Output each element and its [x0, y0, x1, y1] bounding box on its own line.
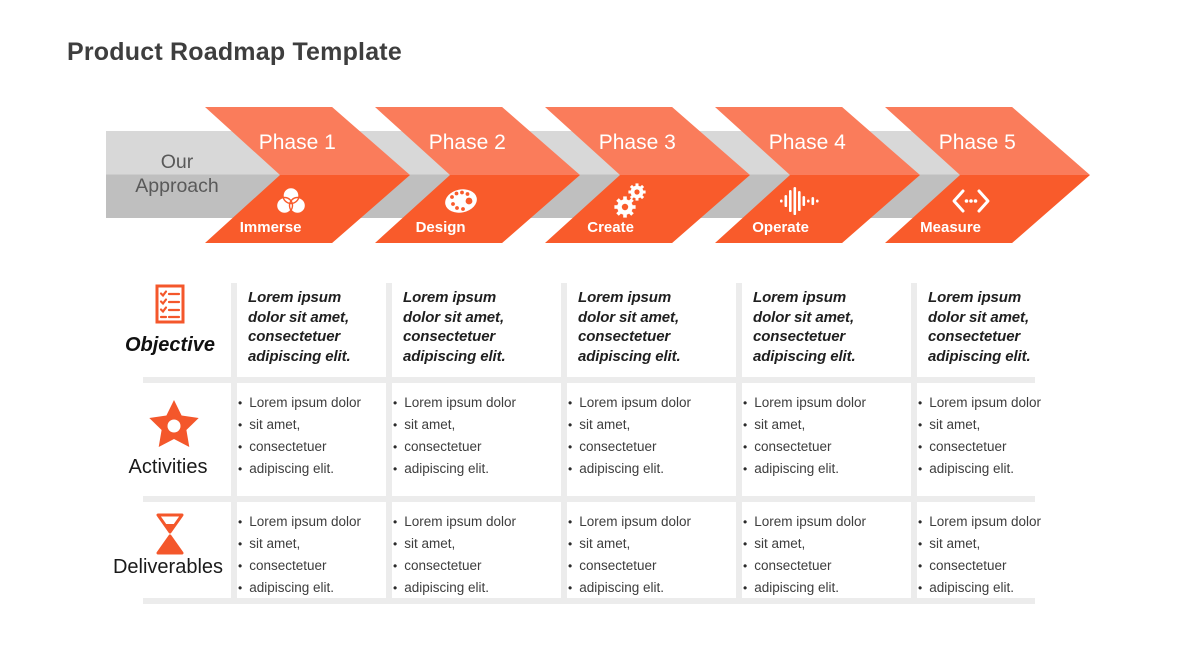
column-divider: [231, 283, 237, 598]
bullet-item: consectetuer: [568, 555, 691, 577]
bullet-item: adipiscing elit.: [918, 577, 1041, 599]
hourglass-icon: [153, 511, 187, 562]
bullet-item: Lorem ipsum dolor: [568, 511, 691, 533]
objective-cell-2: Lorem ipsum dolor sit amet, consectetuer…: [403, 289, 506, 365]
code-brackets-icon: [950, 184, 992, 218]
deliverables-cell-1: Lorem ipsum dolor sit amet, consectetuer…: [238, 511, 361, 599]
bullet-item: consectetuer: [743, 555, 866, 577]
bullet-item: sit amet,: [743, 533, 866, 555]
row-divider: [143, 377, 1035, 383]
bullet-item: consectetuer: [568, 436, 691, 458]
column-divider: [386, 283, 392, 598]
row-label-deliverables: Deliverables: [112, 556, 224, 578]
bullet-item: adipiscing elit.: [393, 577, 516, 599]
bullet-item: sit amet,: [393, 533, 516, 555]
activities-cell-4: Lorem ipsum dolor sit amet, consectetuer…: [743, 392, 866, 480]
bullet-item: Lorem ipsum dolor: [918, 511, 1041, 533]
bullet-item: Lorem ipsum dolor: [743, 511, 866, 533]
bullet-item: consectetuer: [918, 436, 1041, 458]
row-label-objective: Objective: [124, 334, 216, 356]
bullet-item: Lorem ipsum dolor: [568, 392, 691, 414]
objective-cell-5: Lorem ipsum dolor sit amet, consectetuer…: [928, 289, 1031, 365]
bullet-item: sit amet,: [238, 533, 361, 555]
deliverables-cell-2: Lorem ipsum dolor sit amet, consectetuer…: [393, 511, 516, 599]
row-divider: [143, 496, 1035, 502]
bullet-item: sit amet,: [238, 414, 361, 436]
bullet-item: Lorem ipsum dolor: [393, 392, 516, 414]
bullet-item: adipiscing elit.: [743, 458, 866, 480]
bullet-item: consectetuer: [918, 555, 1041, 577]
bullet-item: adipiscing elit.: [238, 458, 361, 480]
phase-4-label: Phase 4: [768, 131, 846, 154]
teamwork-star-icon: [147, 398, 201, 457]
column-divider: [911, 283, 917, 598]
approach-line1: Our: [160, 151, 194, 174]
phase-5-label: Phase 5: [938, 131, 1016, 154]
activities-cell-3: Lorem ipsum dolor sit amet, consectetuer…: [568, 392, 691, 480]
row-label-activities: Activities: [128, 456, 208, 478]
bullet-item: consectetuer: [238, 555, 361, 577]
activities-cell-1: Lorem ipsum dolor sit amet, consectetuer…: [238, 392, 361, 480]
bullet-item: consectetuer: [743, 436, 866, 458]
phase-2-name: Design: [415, 219, 466, 236]
venn-circles-icon: [274, 184, 308, 218]
activities-cell-2: Lorem ipsum dolor sit amet, consectetuer…: [393, 392, 516, 480]
column-divider: [561, 283, 567, 598]
bullet-item: consectetuer: [393, 436, 516, 458]
bullet-item: adipiscing elit.: [568, 577, 691, 599]
activities-cell-5: Lorem ipsum dolor sit amet, consectetuer…: [918, 392, 1041, 480]
bullet-item: Lorem ipsum dolor: [743, 392, 866, 414]
bullet-item: sit amet,: [743, 414, 866, 436]
waveform-icon: [778, 184, 824, 218]
column-divider: [736, 283, 742, 598]
bullet-item: Lorem ipsum dolor: [238, 392, 361, 414]
objective-cell-1: Lorem ipsum dolor sit amet, consectetuer…: [248, 289, 351, 365]
bullet-item: sit amet,: [918, 414, 1041, 436]
approach-line2: Approach: [135, 174, 219, 197]
bullet-item: adipiscing elit.: [393, 458, 516, 480]
phase-5-name: Measure: [920, 219, 982, 236]
bullet-item: adipiscing elit.: [568, 458, 691, 480]
objective-cell-3: Lorem ipsum dolor sit amet, consectetuer…: [578, 289, 681, 365]
deliverables-cell-4: Lorem ipsum dolor sit amet, consectetuer…: [743, 511, 866, 599]
approach-label: Our Approach: [106, 131, 248, 218]
bullet-item: sit amet,: [568, 414, 691, 436]
bullet-item: sit amet,: [568, 533, 691, 555]
bullet-item: sit amet,: [918, 533, 1041, 555]
checklist-icon: [155, 284, 185, 329]
phase-4-name: Operate: [752, 219, 809, 236]
bullet-item: sit amet,: [393, 414, 516, 436]
bullet-item: adipiscing elit.: [238, 577, 361, 599]
bullet-item: adipiscing elit.: [743, 577, 866, 599]
phase-3-label: Phase 3: [598, 131, 676, 154]
bullet-item: Lorem ipsum dolor: [918, 392, 1041, 414]
deliverables-cell-3: Lorem ipsum dolor sit amet, consectetuer…: [568, 511, 691, 599]
gears-icon: [613, 183, 649, 218]
phase-1-name: Immerse: [239, 219, 302, 236]
phase-2-label: Phase 2: [428, 131, 506, 154]
palette-icon: [443, 184, 479, 218]
bullet-item: consectetuer: [393, 555, 516, 577]
row-divider: [143, 598, 1035, 604]
bullet-item: consectetuer: [238, 436, 361, 458]
phase-3-name: Create: [587, 219, 634, 236]
objective-cell-4: Lorem ipsum dolor sit amet, consectetuer…: [753, 289, 856, 365]
bullet-item: Lorem ipsum dolor: [238, 511, 361, 533]
bullet-item: Lorem ipsum dolor: [393, 511, 516, 533]
bullet-item: adipiscing elit.: [918, 458, 1041, 480]
page-title: Product Roadmap Template: [67, 38, 402, 66]
phase-1-label: Phase 1: [258, 131, 336, 154]
deliverables-cell-5: Lorem ipsum dolor sit amet, consectetuer…: [918, 511, 1041, 599]
